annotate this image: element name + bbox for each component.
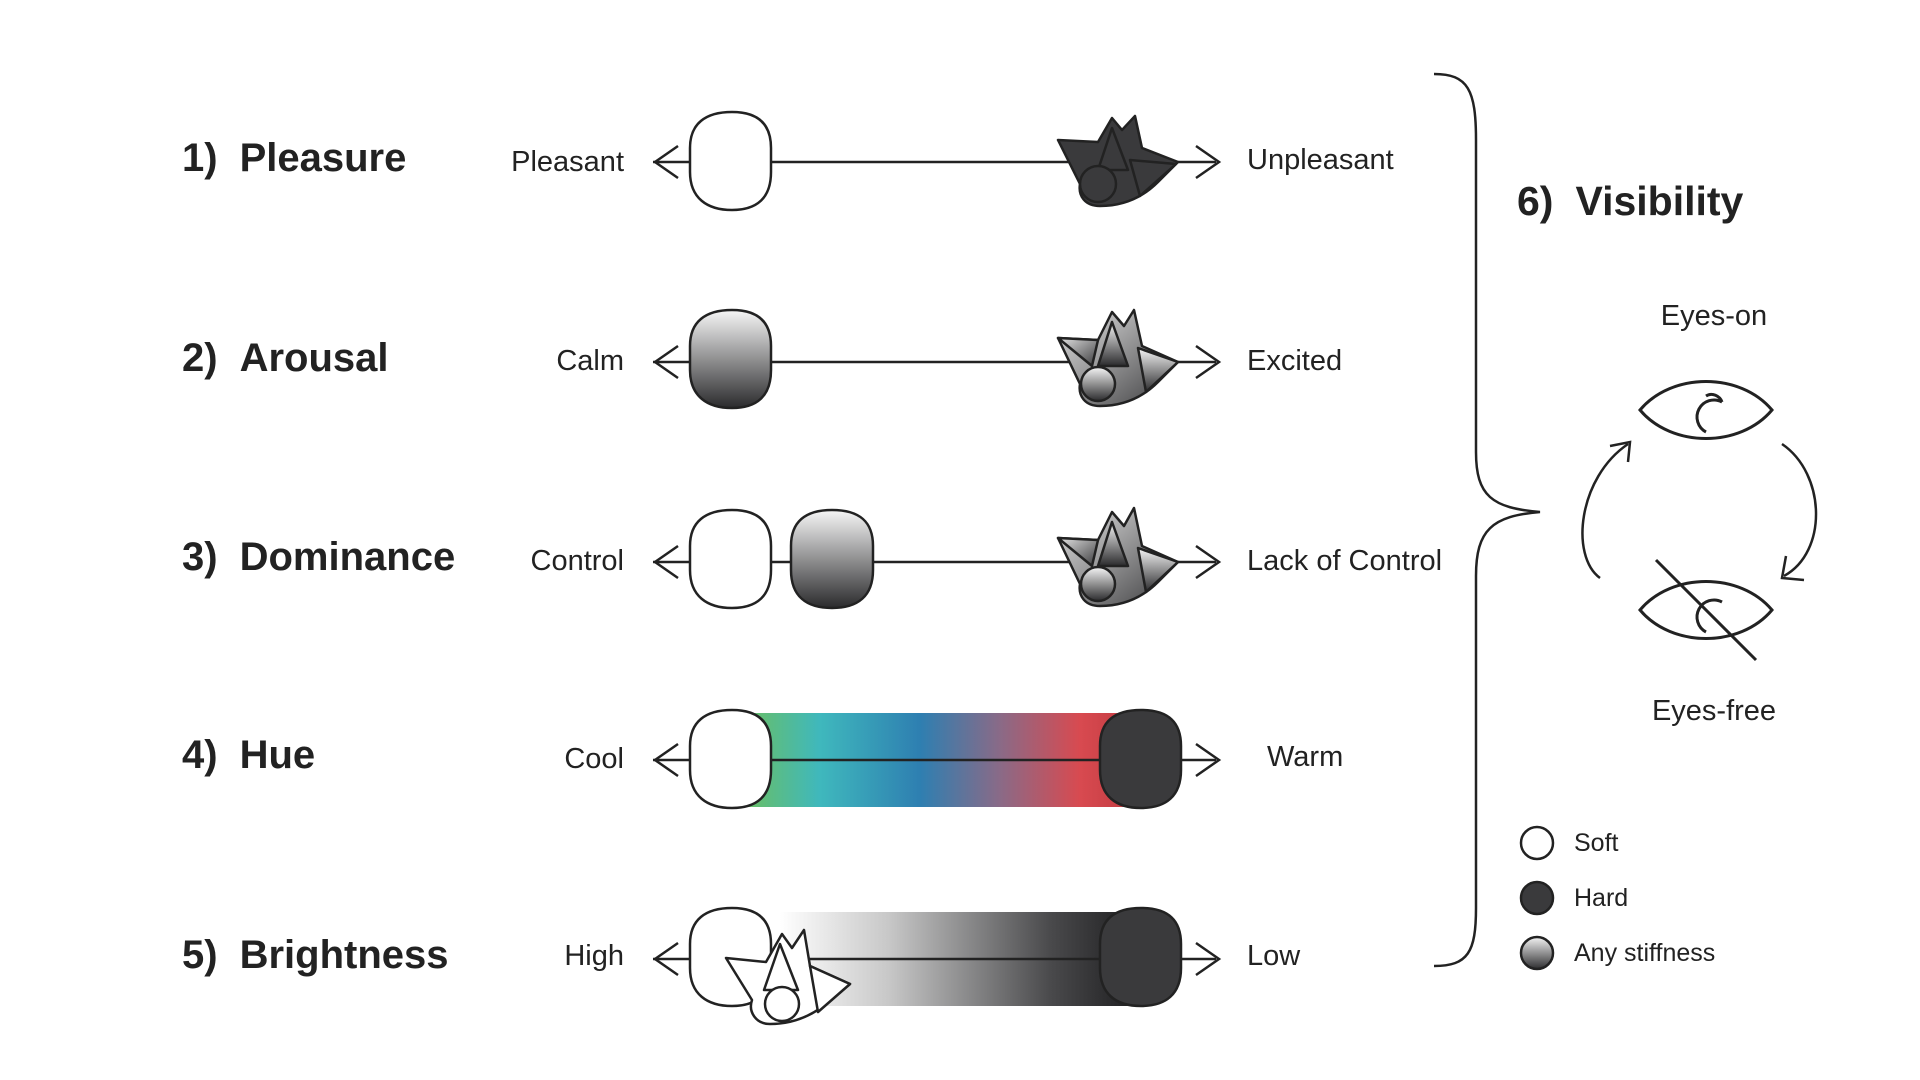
arrow-right-icon: [1195, 144, 1222, 180]
arrow-left-icon: [652, 941, 679, 977]
row-title-text: Arousal: [239, 336, 389, 380]
visibility-title: 6) Visibility: [1517, 178, 1743, 225]
row-number: 5): [182, 933, 218, 977]
left-label-cool: Cool: [564, 743, 624, 775]
left-label-pleasant: Pleasant: [511, 146, 624, 178]
arrow-left-icon: [652, 544, 679, 580]
row-title-pleasure: 1) Pleasure: [182, 136, 406, 181]
row-title-dominance: 3) Dominance: [182, 535, 455, 580]
row-title-text: Pleasure: [239, 136, 407, 180]
eye-open-icon: [1638, 380, 1774, 440]
gradient-blob: [688, 308, 773, 410]
eye-closed-icon: [1638, 558, 1774, 662]
arrow-left-icon: [652, 344, 679, 380]
spiky-blob-hard: [1056, 114, 1180, 208]
right-label-low: Low: [1247, 940, 1301, 972]
visibility-title-text: Visibility: [1575, 178, 1744, 224]
hue-scale: [652, 708, 1222, 810]
legend-label: Hard: [1574, 883, 1629, 912]
row-number: 1): [182, 136, 218, 180]
left-label-high: High: [564, 940, 624, 972]
row-title-brightness: 5) Brightness: [182, 933, 449, 978]
pleasure-scale: [652, 110, 1222, 212]
legend-label: Any stiffness: [1574, 938, 1716, 967]
right-label-excited: Excited: [1247, 345, 1343, 377]
soft-circle-icon: [1519, 825, 1555, 861]
dominance-scale: [652, 506, 1222, 610]
arrow-right-icon: [1195, 742, 1222, 778]
row-title-hue: 4) Hue: [182, 733, 315, 778]
arrow-right-icon: [1195, 941, 1222, 977]
visibility-number: 6): [1517, 178, 1554, 224]
row-title-text: Hue: [239, 733, 316, 777]
arrow-right-icon: [1195, 544, 1222, 580]
brightness-scale: [652, 906, 1222, 1026]
cycle-arrows-icon: [1581, 440, 1818, 582]
soft-blob: [688, 508, 773, 610]
arrow-left-icon: [652, 144, 679, 180]
gradient-circle-icon: [1519, 935, 1555, 971]
spiky-blob-gradient: [1056, 506, 1180, 608]
left-label-calm: Calm: [556, 345, 624, 377]
row-number: 2): [182, 336, 218, 380]
soft-blob: [688, 708, 773, 810]
right-label-warm: Warm: [1267, 741, 1344, 773]
hard-circle-icon: [1519, 880, 1555, 916]
hard-blob: [1098, 906, 1183, 1008]
hard-blob: [1098, 708, 1183, 810]
row-number: 4): [182, 733, 218, 777]
row-title-arousal: 2) Arousal: [182, 336, 389, 381]
right-label-unpleasant: Unpleasant: [1247, 144, 1394, 176]
legend-item-any-stiffness: Any stiffness: [1518, 933, 1715, 973]
row-title-text: Dominance: [239, 535, 456, 579]
eyes-on-label: Eyes-on: [1660, 300, 1768, 332]
legend-item-soft: Soft: [1518, 823, 1618, 863]
spiky-blob-soft: [724, 928, 852, 1026]
arrow-right-icon: [1195, 344, 1222, 380]
legend-label: Soft: [1574, 828, 1619, 857]
right-label-lack-of-control: Lack of Control: [1247, 545, 1443, 577]
soft-blob: [688, 110, 773, 212]
left-label-control: Control: [530, 545, 625, 577]
arrow-left-icon: [652, 742, 679, 778]
spiky-blob-gradient: [1056, 308, 1180, 408]
eyes-free-label: Eyes-free: [1651, 695, 1777, 727]
arousal-scale: [652, 308, 1222, 410]
gradient-blob: [789, 508, 875, 610]
curly-brace-icon: [1433, 72, 1541, 968]
legend-item-hard: Hard: [1518, 878, 1628, 918]
row-title-text: Brightness: [239, 933, 449, 977]
row-number: 3): [182, 535, 218, 579]
